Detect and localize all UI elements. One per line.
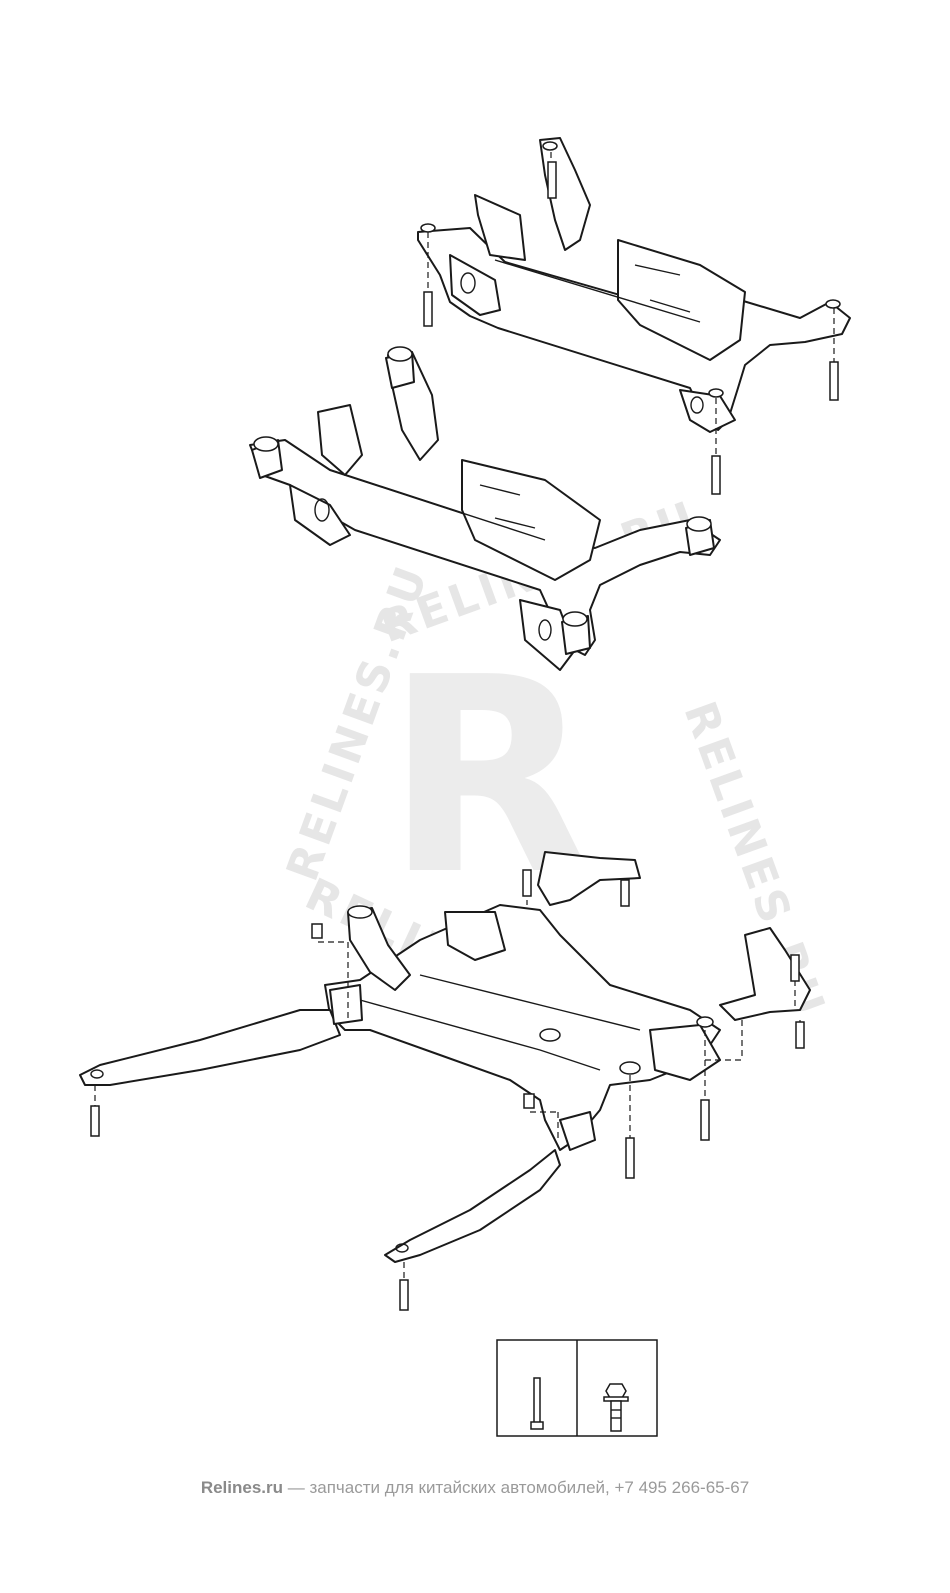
bolt-icon — [311, 923, 323, 939]
footer-brand-link[interactable]: Relines.ru — [200, 1478, 284, 1497]
bolt-icon — [90, 1105, 100, 1137]
bolt-icon — [711, 455, 721, 495]
bolt-icon — [399, 1279, 409, 1311]
rear-subframe-upper — [417, 137, 851, 495]
bolt-icon — [620, 879, 630, 907]
bolt-icon — [829, 361, 839, 401]
bolt-icon — [423, 291, 433, 327]
rear-subframe-lower — [249, 346, 721, 671]
bolt-icon — [700, 1099, 710, 1141]
bolt-icon — [795, 1021, 805, 1049]
footer: Relines.ru — запчасти для китайских авто… — [0, 1478, 950, 1498]
flange-bolt-icon — [603, 1383, 629, 1432]
bolt-icon — [625, 1137, 635, 1179]
bolt-icon — [790, 954, 800, 982]
legend-box — [496, 1339, 658, 1437]
footer-text: — запчасти для китайских автомобилей, +7… — [283, 1478, 750, 1497]
long-bolt-icon — [530, 1377, 544, 1430]
bolt-icon — [547, 161, 557, 199]
front-subframe — [79, 851, 811, 1311]
bolt-icon — [522, 869, 532, 897]
bolt-icon — [523, 1093, 535, 1109]
